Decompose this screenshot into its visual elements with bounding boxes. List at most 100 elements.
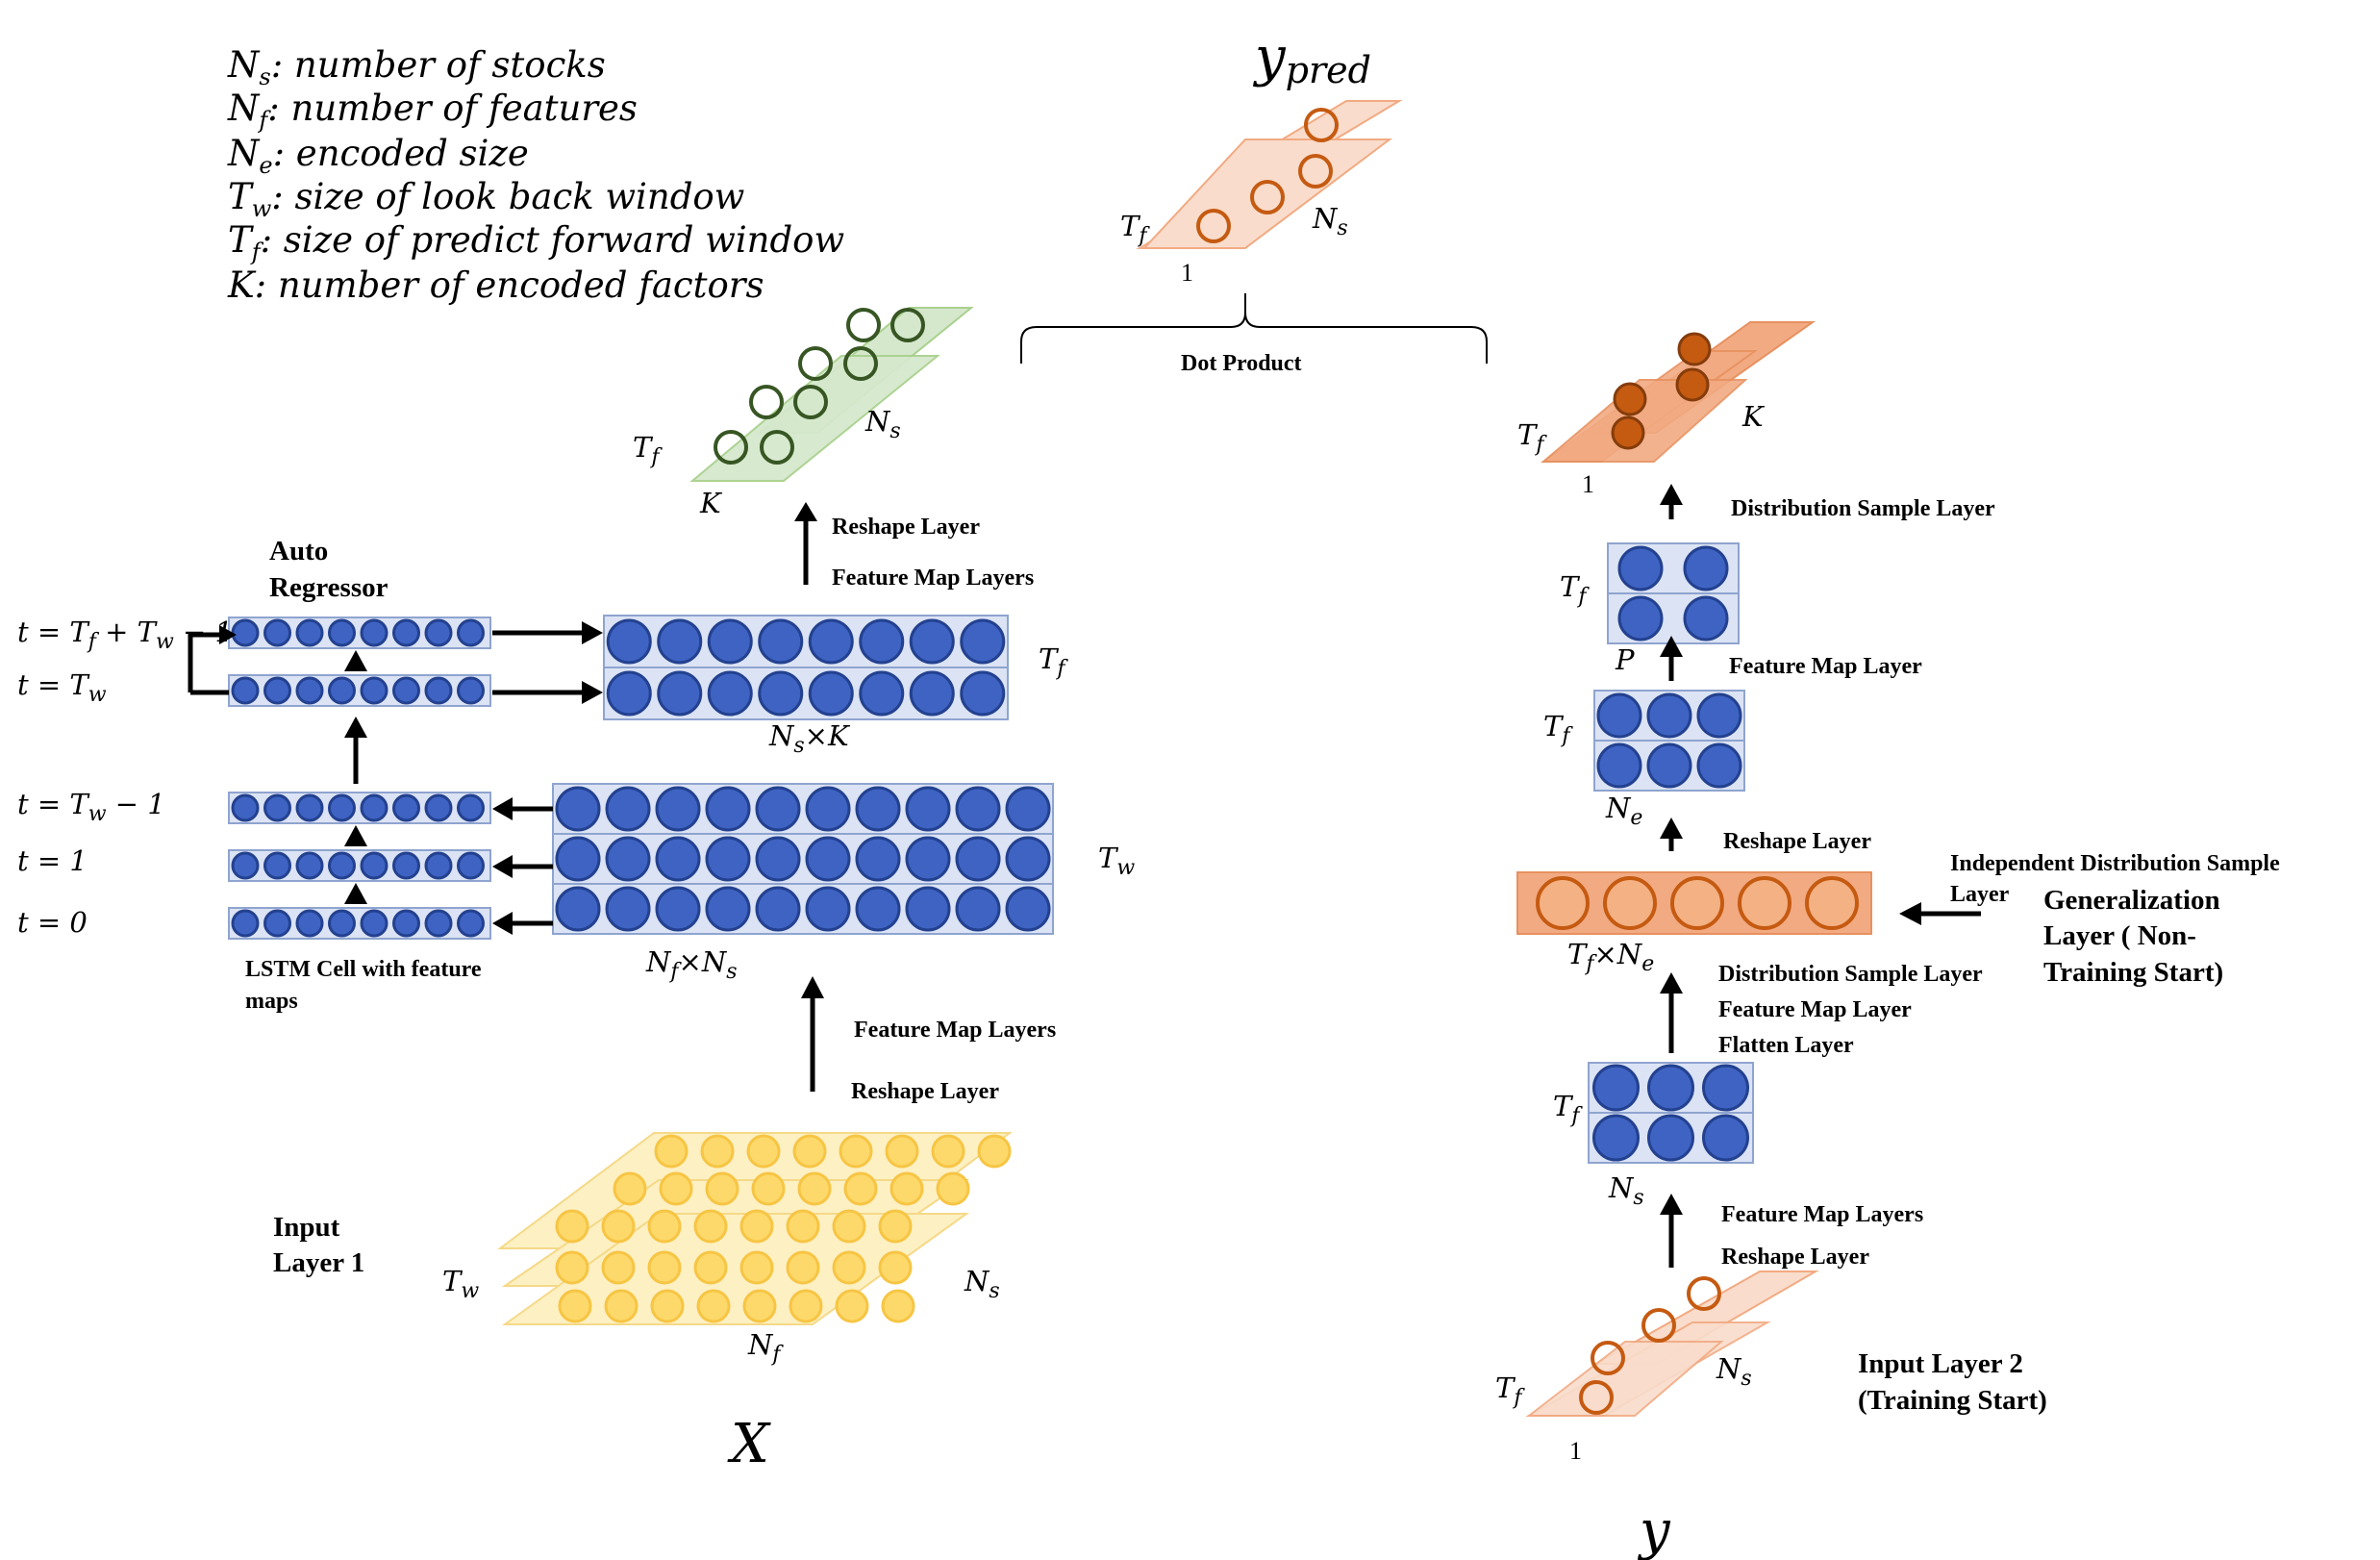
ns-times-k-box bbox=[603, 615, 1009, 720]
left-fmap-top-label: Feature Map Layers bbox=[832, 566, 1034, 591]
blue-node bbox=[955, 836, 1001, 882]
auto-regressor-label-1: Auto bbox=[269, 536, 328, 566]
blue-node bbox=[905, 886, 951, 932]
y-pred-block: ypred Tf Ns 1 bbox=[1120, 26, 1403, 287]
left-k-output-block: Tf Ns K bbox=[633, 307, 974, 519]
big-box-tw-label: Tw bbox=[1098, 842, 1135, 880]
input1-node bbox=[843, 1171, 878, 1206]
right-fmap-mid-label: Feature Map Layer bbox=[1718, 997, 1912, 1022]
input1-node bbox=[696, 1289, 731, 1323]
input1-node bbox=[693, 1250, 728, 1285]
ns-box-ns-label: Ns bbox=[1608, 1171, 1644, 1210]
blue-node bbox=[605, 886, 651, 932]
blue-node bbox=[657, 618, 703, 665]
ar-to-output-arrows bbox=[492, 621, 603, 704]
input1-node bbox=[601, 1209, 636, 1244]
blue-node bbox=[859, 670, 905, 717]
blue-node bbox=[655, 886, 701, 932]
right-fmap-single-label: Feature Map Layer bbox=[1729, 654, 1922, 679]
input1-node bbox=[647, 1250, 682, 1285]
ns-box bbox=[1588, 1062, 1754, 1164]
legend-item-nf: Nf: number of features bbox=[227, 88, 638, 134]
input2-node bbox=[1687, 1276, 1721, 1311]
input1-node bbox=[650, 1289, 685, 1323]
input-to-lstm-arrows bbox=[492, 797, 553, 935]
input1-node bbox=[878, 1250, 913, 1285]
blue-node bbox=[1696, 742, 1742, 789]
input1-node bbox=[797, 1171, 832, 1206]
feedback-connector bbox=[188, 632, 221, 692]
lstm-node bbox=[295, 793, 324, 822]
input1-node bbox=[693, 1209, 728, 1244]
blue-node bbox=[955, 886, 1001, 932]
blue-node bbox=[755, 886, 801, 932]
y-pred-one-label: 1 bbox=[1181, 259, 1193, 287]
green-node bbox=[843, 346, 878, 381]
lstm-node bbox=[424, 676, 453, 705]
input1-node bbox=[832, 1250, 866, 1285]
dot-product-brace: Dot Product bbox=[1020, 293, 1488, 376]
lstm-node bbox=[360, 793, 388, 822]
lstm-node bbox=[231, 676, 260, 705]
blue-node bbox=[655, 786, 701, 832]
blue-node bbox=[1646, 692, 1692, 739]
blue-node bbox=[758, 670, 804, 717]
input1-ns-label: Ns bbox=[964, 1265, 1000, 1303]
lstm-node bbox=[263, 793, 291, 822]
blue-node bbox=[905, 786, 951, 832]
orange-node bbox=[1611, 415, 1645, 450]
blue-node bbox=[1596, 742, 1642, 789]
green-node bbox=[749, 385, 784, 419]
right-k-output-block: Tf K 1 bbox=[1517, 321, 1816, 498]
blue-node bbox=[909, 618, 955, 665]
blue-node bbox=[1596, 692, 1642, 739]
input-layer-1-block bbox=[497, 1132, 1013, 1325]
blue-node bbox=[605, 786, 651, 832]
gen-node bbox=[1670, 876, 1724, 930]
lstm-rows bbox=[228, 616, 491, 940]
lstm-node bbox=[263, 909, 291, 938]
blue-node bbox=[855, 836, 901, 882]
y-pred-node bbox=[1250, 180, 1285, 214]
input1-node bbox=[931, 1134, 965, 1169]
blue-node bbox=[1702, 1064, 1749, 1112]
lstm-node bbox=[457, 851, 485, 880]
lstm-node bbox=[392, 793, 420, 822]
lstm-node bbox=[295, 909, 324, 938]
y-variable-label: y bbox=[1637, 1499, 1671, 1560]
gen-label-1: Generalization bbox=[2043, 885, 2220, 916]
lstm-node bbox=[263, 618, 291, 647]
right-reshape-bottom-label: Reshape Layer bbox=[1721, 1245, 1869, 1270]
input1-node bbox=[739, 1250, 774, 1285]
lstm-node bbox=[328, 793, 356, 822]
lstm-node bbox=[424, 909, 453, 938]
legend-item-tw: Tw: size of look back window bbox=[228, 176, 744, 222]
blue-node bbox=[1647, 1064, 1694, 1112]
lstm-node bbox=[457, 793, 485, 822]
green-node bbox=[890, 308, 925, 342]
arrow-head bbox=[801, 976, 824, 998]
blue-node bbox=[1702, 1114, 1749, 1162]
y-pred-tf-label: Tf bbox=[1120, 210, 1150, 248]
blue-node bbox=[1592, 1114, 1640, 1162]
blue-node bbox=[960, 670, 1006, 717]
p-box-p-label: P bbox=[1615, 643, 1635, 676]
lstm-node bbox=[328, 618, 356, 647]
gen-label-3: Training Start) bbox=[2043, 957, 2223, 988]
y-pred-layer-front bbox=[1141, 138, 1392, 249]
time-label-tw-minus: t = Tw − 1 bbox=[17, 788, 165, 826]
input-layer2-label-2: (Training Start) bbox=[1858, 1385, 2047, 1416]
input1-node bbox=[885, 1134, 919, 1169]
gen-node bbox=[1738, 876, 1791, 930]
input-layer1-label-1: Input bbox=[273, 1212, 340, 1243]
gen-node bbox=[1805, 876, 1859, 930]
input1-node bbox=[555, 1250, 589, 1285]
dot-product-label: Dot Product bbox=[1181, 351, 1302, 376]
nf-times-ns-box bbox=[552, 783, 1054, 935]
ne-box-tf-label: Tf bbox=[1543, 710, 1573, 748]
input-layer-2-block: Tf Ns 1 bbox=[1495, 1271, 1819, 1465]
input1-node bbox=[878, 1209, 913, 1244]
lstm-node bbox=[457, 909, 485, 938]
y-pred-ns-label: Ns bbox=[1312, 202, 1348, 240]
lstm-node bbox=[328, 909, 356, 938]
